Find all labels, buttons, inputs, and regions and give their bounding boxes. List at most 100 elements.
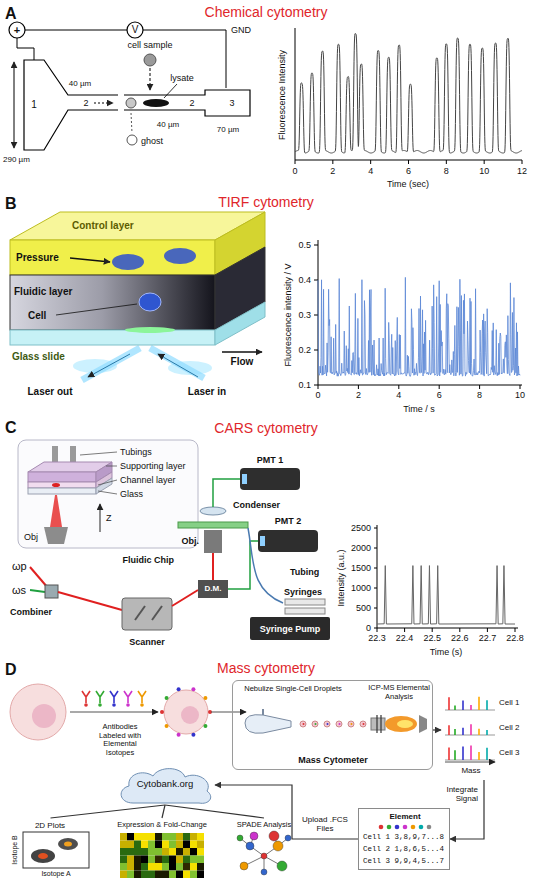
axis-tick: 0.3 xyxy=(298,310,311,320)
heatmap-cell xyxy=(155,841,162,849)
isotope-dot xyxy=(160,710,164,714)
part-label: Pressure xyxy=(16,252,59,264)
torch-symbol xyxy=(371,718,385,730)
spectrum-peak xyxy=(486,748,488,760)
voltmeter-symbol xyxy=(127,22,143,38)
beam-symbol: ωp xyxy=(12,560,27,573)
axis-tick: 2500 xyxy=(351,523,371,533)
heatmap-cell xyxy=(176,833,183,841)
line-chart xyxy=(295,28,522,164)
axis-tick: 2000 xyxy=(351,543,371,553)
mirror-symbol xyxy=(152,606,162,620)
isotope-dot xyxy=(327,723,329,725)
heatmap-cell xyxy=(141,863,148,871)
panel-title: TIRF cytometry xyxy=(218,194,314,210)
heatmap-cell xyxy=(134,856,141,864)
part-label: cell sample xyxy=(127,40,172,50)
part-label: lysate xyxy=(170,73,194,83)
cell-symbol xyxy=(126,98,136,108)
tick-mark xyxy=(520,385,521,389)
part-label: Fluidic Chip xyxy=(123,555,175,565)
website-label: Cytobank.org xyxy=(137,779,194,790)
element-dot xyxy=(395,825,400,830)
density-blob xyxy=(58,838,78,850)
heatmap-cell xyxy=(183,871,190,879)
heatmap-cell xyxy=(176,848,183,856)
panel-title: Chemical cytometry xyxy=(205,4,328,20)
heatmap-cell xyxy=(148,833,155,841)
beam-arrow xyxy=(158,354,198,377)
spectrum-peak xyxy=(462,746,464,760)
axis-tick: 6 xyxy=(437,390,442,400)
panel-title: Mass cytometry xyxy=(217,660,315,676)
tree-node xyxy=(285,835,291,841)
heatmap-cell xyxy=(148,871,155,879)
part-label: Cell xyxy=(28,310,46,322)
axis-tick: 4 xyxy=(396,390,401,400)
heatmap-cell xyxy=(183,856,190,864)
heatmap-cell xyxy=(169,841,176,849)
objective-symbol xyxy=(44,527,68,544)
heatmap-cell xyxy=(141,856,148,864)
chip-schematic xyxy=(9,22,250,150)
axis-tick: 10 xyxy=(479,166,489,176)
tick-mark xyxy=(398,385,399,389)
tick-mark xyxy=(377,628,378,632)
spectrum-peak xyxy=(448,697,450,710)
tick-mark xyxy=(370,160,371,164)
part-label: Antibodies Labeled with Elemental Isotop… xyxy=(89,723,151,758)
scanner-symbol xyxy=(122,598,172,630)
heatmap-cell xyxy=(169,871,176,879)
laser-beam xyxy=(172,590,198,606)
flow-arrow xyxy=(433,729,441,730)
axis-title: Fluorescence Intensity xyxy=(277,50,287,140)
beam-symbol: ωs xyxy=(12,584,26,597)
cloud-outline xyxy=(121,769,211,804)
process-arrow xyxy=(211,711,246,712)
heatmap-cell xyxy=(190,848,197,856)
spectrum-peak xyxy=(454,706,456,710)
voltage-symbol: V xyxy=(132,24,139,36)
part-label: Scanner xyxy=(129,637,165,647)
tree-node xyxy=(269,831,279,841)
axis-tick: 2 xyxy=(356,390,361,400)
dimension-label: 70 µm xyxy=(217,125,239,134)
tick-mark xyxy=(314,385,318,386)
heatmap-cell xyxy=(134,833,141,841)
flow-arrow xyxy=(94,103,113,104)
heatmap-cell xyxy=(169,833,176,841)
part-label: Obj xyxy=(24,532,38,542)
tree-panel: SPADE Analysis xyxy=(224,818,304,882)
optical-setup xyxy=(18,440,330,640)
droplet-symbol xyxy=(300,721,306,727)
axis-tick: 0 xyxy=(366,623,371,633)
part-label: Syringe Pump xyxy=(260,624,321,634)
panel-title: CARS cytometry xyxy=(214,420,317,436)
axis-tick: 22.7 xyxy=(479,633,497,643)
axis-tick: 22.4 xyxy=(396,633,414,643)
heatmap-cell xyxy=(197,856,204,864)
detector-symbol xyxy=(258,530,318,552)
heatmap-cell xyxy=(183,841,190,849)
table-row: Cell 2 1,8,6,5...4 xyxy=(363,845,444,854)
tick-mark xyxy=(374,588,377,589)
element-dot xyxy=(419,825,424,830)
heatmap-cell xyxy=(134,841,141,849)
electrode-symbol xyxy=(9,22,25,38)
plot-frame xyxy=(23,832,89,868)
edge-label: Integrate Signal xyxy=(435,785,479,803)
chart-axis xyxy=(295,28,522,160)
spectrum-peak xyxy=(478,697,480,710)
layer-face xyxy=(28,488,96,494)
heatmap-cell xyxy=(169,863,176,871)
combiner-symbol xyxy=(45,585,58,598)
tick-mark xyxy=(515,628,516,632)
layer-face xyxy=(10,330,215,345)
region-number: 1 xyxy=(31,99,37,111)
heatmap-cell xyxy=(162,848,169,856)
tick-mark xyxy=(314,315,318,316)
spectrum-peak xyxy=(478,752,480,760)
beam-arrow xyxy=(88,354,130,377)
heatmap-cell xyxy=(176,841,183,849)
heatmap-panel: Expression & Fold-Change xyxy=(108,818,216,882)
